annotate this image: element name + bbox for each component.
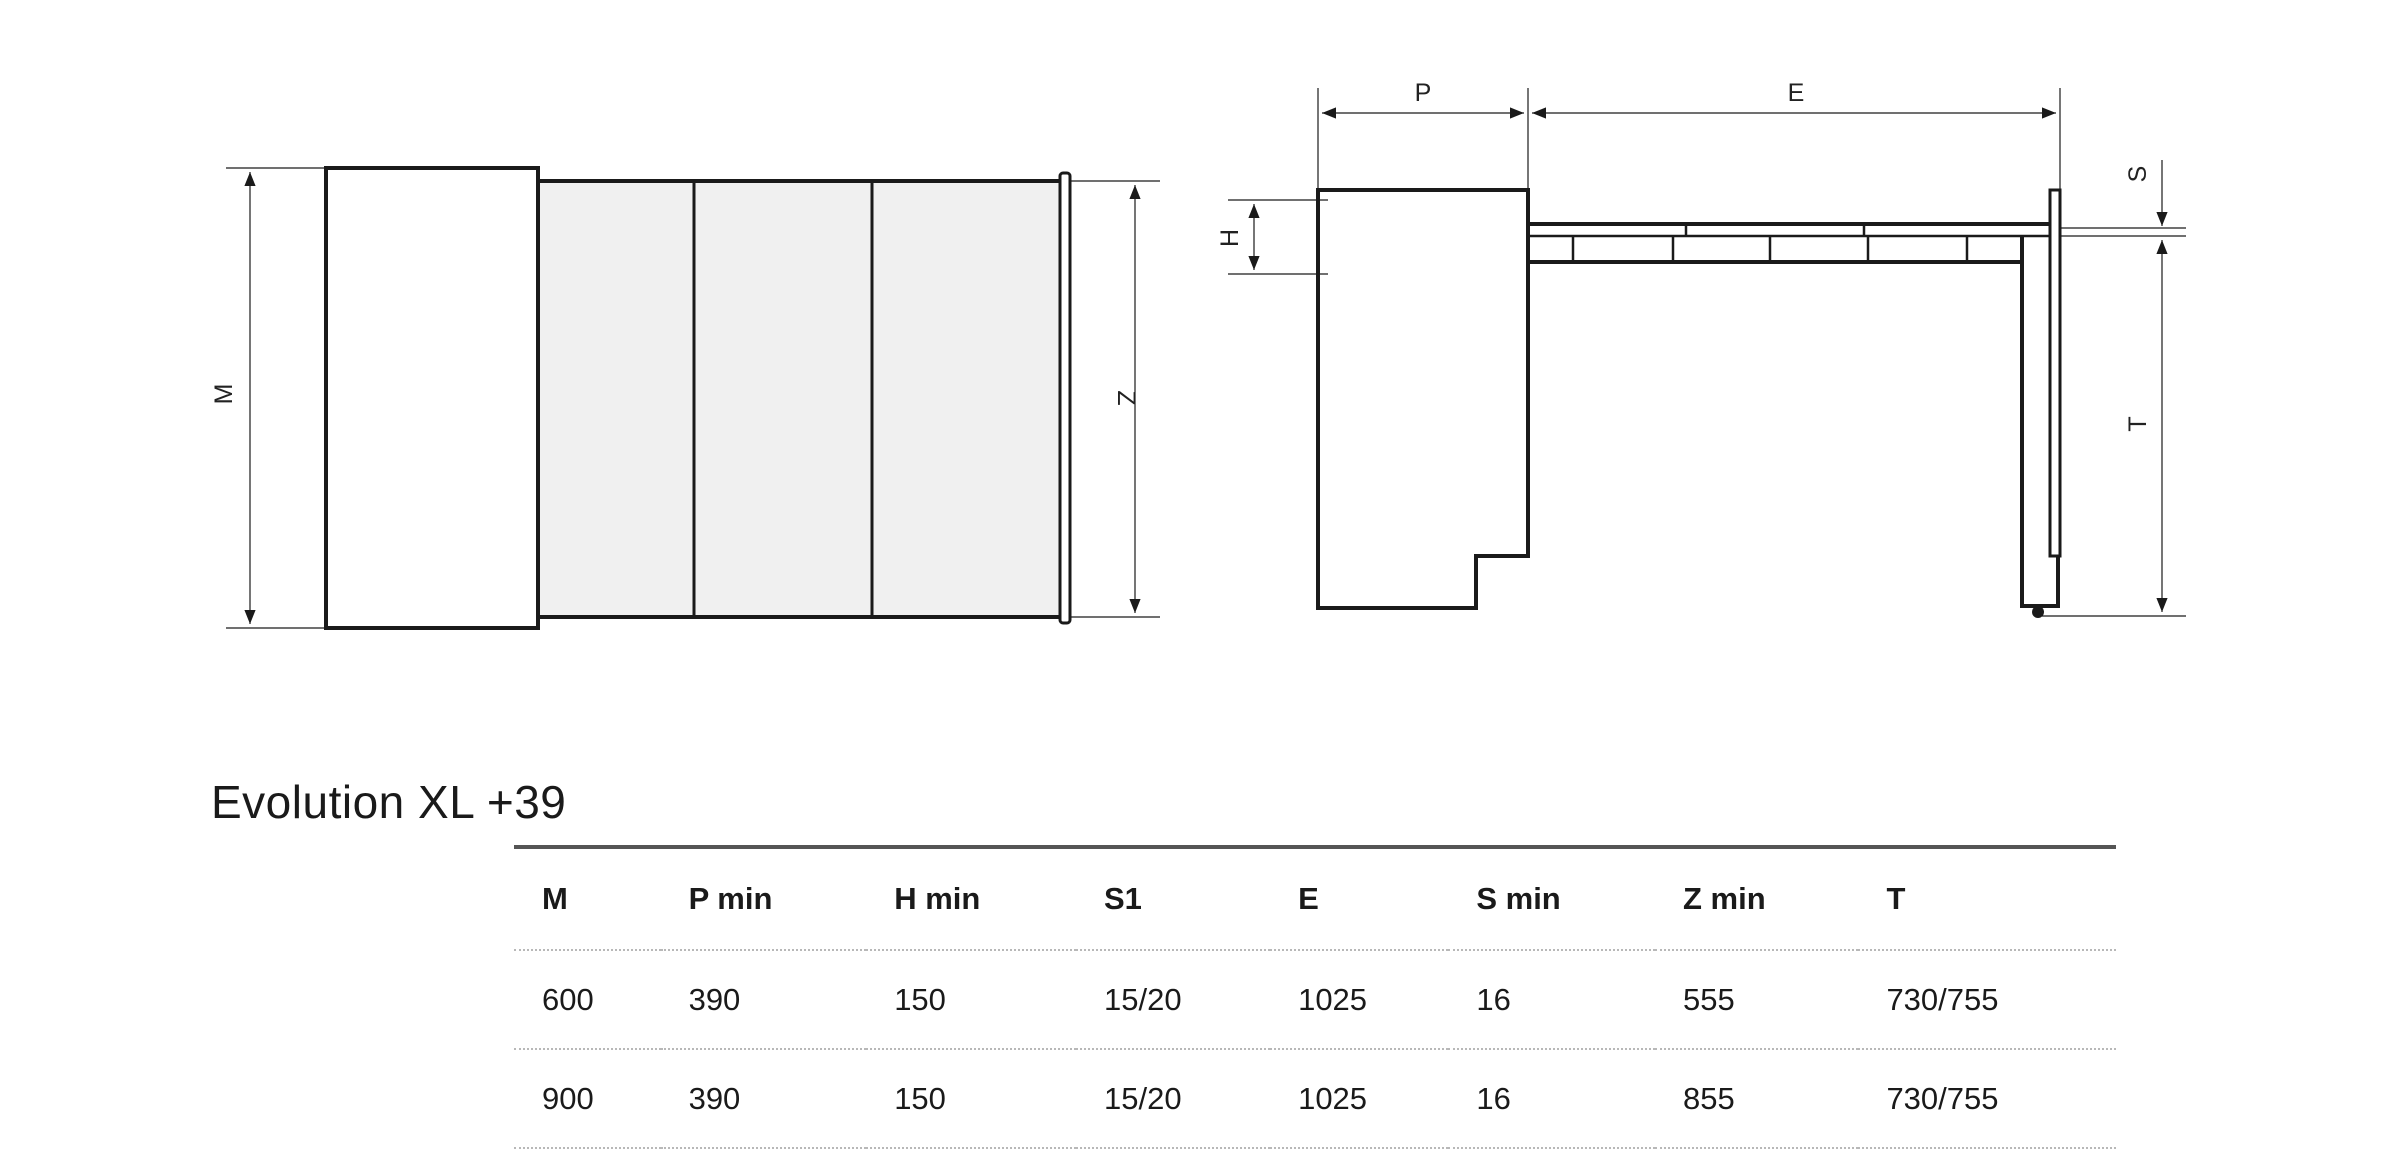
side-view-leg <box>2020 236 2060 608</box>
dim-p-label: P <box>1415 79 1432 107</box>
dim-e-label: E <box>1788 79 1805 107</box>
table-cell: 150 <box>866 949 1076 1049</box>
table-row: 600 390 150 15/20 1025 16 555 730/755 <box>514 949 2116 1049</box>
top-view-front-panel <box>324 166 540 630</box>
column-header: P min <box>688 881 773 916</box>
top-view-end-cap <box>1058 171 1072 625</box>
column-header: T <box>1886 881 1906 916</box>
table-row: 900 390 150 15/20 1025 16 855 730/755 <box>514 1048 2116 1149</box>
dim-t-label: T <box>2124 416 2152 431</box>
side-view: P E H S T <box>1216 79 2186 618</box>
table-cell: 600 <box>514 949 661 1049</box>
table-cell: 390 <box>660 949 867 1049</box>
table-cell: 555 <box>1654 949 1859 1049</box>
column-header: Z min <box>1682 881 1766 916</box>
table-cell: 900 <box>514 1048 661 1149</box>
dim-h-label: H <box>1216 229 1244 247</box>
table-cell: 15/20 <box>1075 1048 1271 1149</box>
technical-drawing: M Z P E H <box>210 79 2186 630</box>
table-cell: 15/20 <box>1075 949 1271 1049</box>
column-header: E <box>1298 881 1319 916</box>
table-cell: 1025 <box>1270 949 1449 1049</box>
column-header: M <box>542 881 568 916</box>
table-cell: 16 <box>1448 1048 1655 1149</box>
column-header: S1 <box>1103 881 1142 916</box>
dimensions-table: M P min H min S1 E S min Z min T 600 390… <box>514 845 2116 1149</box>
side-view-body <box>1316 188 1530 610</box>
top-view-extension-panels <box>536 179 1070 619</box>
dim-z-label: Z <box>1112 390 1140 405</box>
table-header-row: M P min H min S1 E S min Z min T <box>514 847 2116 950</box>
column-header: S min <box>1476 881 1561 916</box>
column-header: H min <box>894 881 981 916</box>
table-cell: 730/755 <box>1858 1048 2116 1149</box>
table-cell: 855 <box>1654 1048 1859 1149</box>
dim-s-label: S <box>2124 166 2152 183</box>
table-cell: 390 <box>660 1048 867 1149</box>
side-view-leg-panel <box>2048 188 2062 558</box>
side-view-glide <box>2032 606 2044 618</box>
table-cell: 730/755 <box>1858 949 2116 1049</box>
table-cell: 16 <box>1448 949 1655 1049</box>
table-cell: 150 <box>866 1048 1076 1149</box>
dim-m-label: M <box>210 384 238 405</box>
table-cell: 1025 <box>1270 1048 1449 1149</box>
product-title: Evolution XL +39 <box>211 776 567 828</box>
top-view: M Z <box>210 166 1160 630</box>
